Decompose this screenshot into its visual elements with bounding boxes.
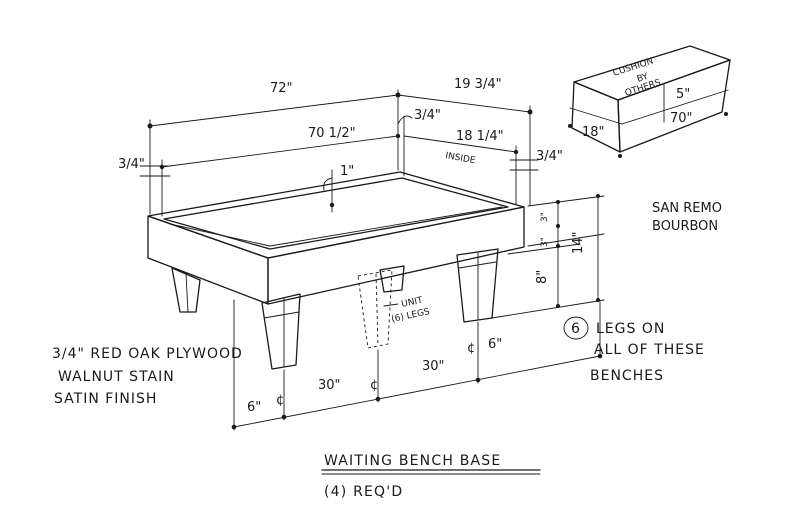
dim-overall-depth: 19 3/4"	[454, 77, 502, 92]
material-note-2: WALNUT STAIN	[58, 369, 175, 385]
unit-legs-line1: UNIT	[401, 296, 425, 310]
material-note-3: SATIN FINISH	[54, 391, 157, 407]
dim-leg-spacing-right: 30"	[422, 359, 445, 374]
bench-top-frame	[147, 171, 525, 305]
unit-legs-leader	[383, 303, 399, 307]
legs-count: 6	[571, 321, 581, 337]
legs-count-circle	[563, 316, 589, 340]
dim-leg-offset-right: 6"	[488, 337, 502, 352]
material-note-1: 3/4" RED OAK PLYWOOD	[52, 346, 243, 362]
dimension-lines-top	[139, 89, 539, 217]
legs-note-line2: ALL OF THESE	[594, 342, 705, 358]
dim-leg-offset-left: 6"	[247, 400, 261, 415]
dim-inside-depth: 18 1/4"	[456, 129, 504, 144]
drawing-title: WAITING BENCH BASE	[324, 453, 501, 469]
dim-apron-a: 3"	[540, 212, 550, 222]
cushion-drawing	[568, 45, 731, 158]
cushion-thickness: 5"	[676, 87, 690, 102]
cushion-label-line1: CUSHION	[612, 56, 655, 78]
leg-front-left	[261, 293, 301, 370]
cushion-depth: 18"	[582, 125, 605, 140]
leg-back-left	[171, 267, 201, 313]
dim-panel-thickness-left: 3/4"	[118, 157, 145, 172]
dimension-lines-legs	[231, 299, 603, 431]
cushion-length: 70"	[670, 111, 693, 126]
dim-panel-thickness-right: 3/4"	[536, 149, 563, 164]
centerline-1: ¢	[276, 393, 284, 408]
unit-legs-line2: (6) LEGS	[391, 307, 432, 325]
legs-note-line1: LEGS ON	[596, 321, 665, 337]
label-inside: INSIDE	[444, 151, 476, 166]
dim-apron-b: 3"	[540, 237, 550, 247]
finish-name-line2: BOURBON	[652, 219, 718, 234]
centerline-3: ¢	[467, 341, 475, 356]
quantity-required: (4) REQ'D	[324, 484, 403, 500]
dim-panel-thickness-top: 3/4"	[414, 108, 441, 123]
dim-leg-height: 8"	[535, 270, 550, 284]
legs-note-line3: BENCHES	[590, 368, 664, 384]
dim-leg-spacing-left: 30"	[318, 378, 341, 393]
dim-recess-depth: 1"	[340, 164, 354, 179]
cushion-label-line2: BY	[636, 72, 650, 85]
dimension-lines-height	[491, 194, 605, 319]
dim-overall-length: 72"	[270, 81, 293, 96]
finish-name-line1: SAN REMO	[652, 201, 722, 216]
leg-center-back	[379, 265, 405, 293]
dim-total-height: 14"	[571, 231, 586, 254]
dim-inside-length: 70 1/2"	[308, 126, 356, 141]
centerline-2: ¢	[370, 378, 378, 393]
leg-middle-hidden	[357, 269, 393, 349]
